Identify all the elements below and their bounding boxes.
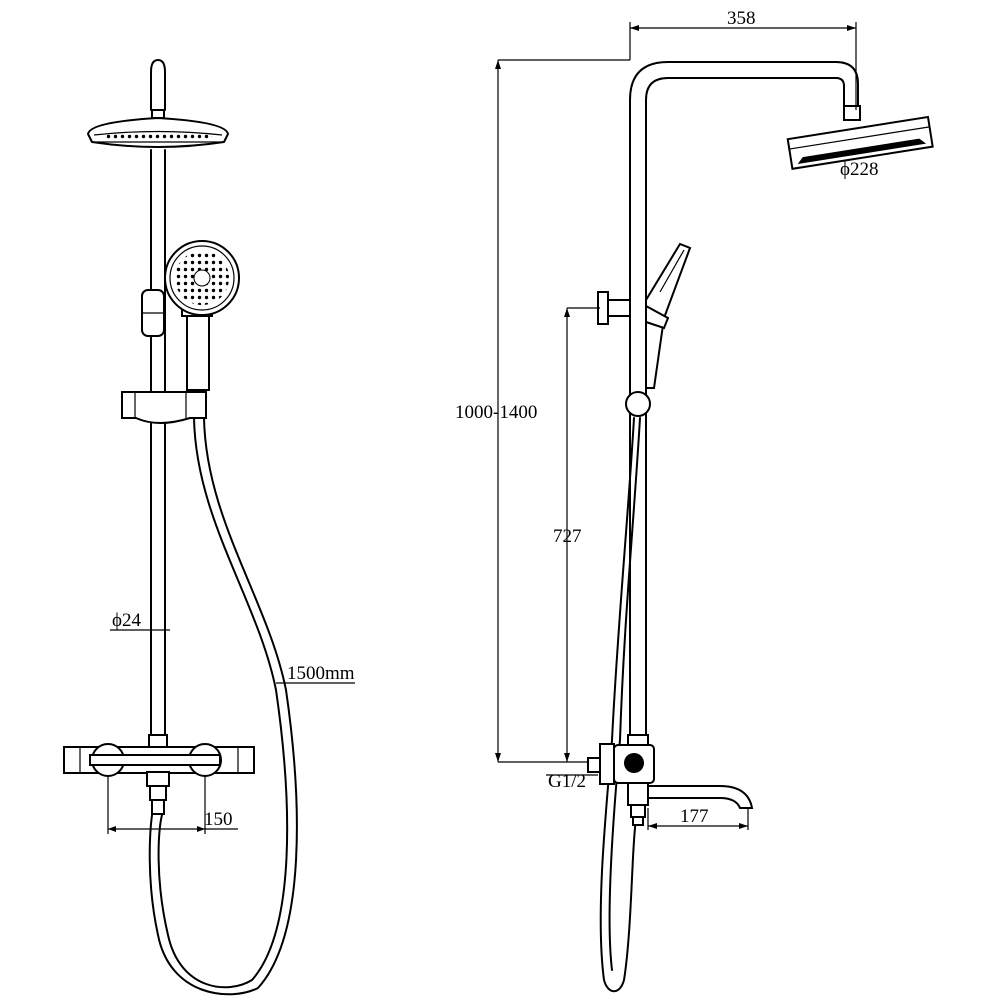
- front-view: ϕ24 1500mm 150: [63, 59, 355, 996]
- dim-height-range: 1000-1400: [455, 59, 630, 763]
- dim-height-range-label: 1000-1400: [455, 402, 537, 423]
- riser-top-cap: [150, 59, 166, 111]
- side-hose-outer: [599, 417, 637, 993]
- dim-hose-length: 1500mm: [276, 663, 355, 684]
- side-view: 358 ϕ228 1000-1400: [455, 8, 934, 993]
- dim-bracket-height-label: 727: [553, 526, 582, 547]
- dim-arm-reach: 358: [629, 8, 857, 110]
- dim-pipe-diameter: ϕ24: [110, 610, 170, 631]
- riser-joint: [148, 734, 168, 748]
- dim-valve-center: 150: [107, 776, 238, 834]
- dim-arm-reach-label: 358: [727, 8, 756, 29]
- dim-inlet-thread-label: G1/2: [548, 771, 586, 792]
- hand-shower: [164, 240, 240, 391]
- dim-inlet-thread: G1/2: [546, 771, 598, 792]
- dim-head-diameter-label: ϕ228: [840, 159, 879, 180]
- dim-head-diameter: ϕ228: [840, 159, 879, 180]
- dim-valve-center-label: 150: [204, 809, 233, 830]
- dim-pipe-diameter-label: ϕ24: [112, 610, 142, 631]
- wall-bracket: [141, 289, 165, 337]
- side-hose-inner: [608, 417, 641, 971]
- shower-hose-outer: [157, 417, 289, 989]
- head-connector: [843, 105, 861, 121]
- mixer-valve-front: [63, 743, 255, 815]
- side-wall-bracket: [597, 291, 631, 325]
- dim-bracket-height: 727: [553, 307, 600, 762]
- side-mixer-valve: [587, 734, 754, 826]
- side-arm-outer: [629, 61, 859, 736]
- side-shower-head: [786, 115, 934, 170]
- side-arm-inner: [645, 77, 845, 736]
- shower-hose-inner: [148, 417, 298, 996]
- side-slider-knob: [625, 391, 651, 417]
- side-hand-shower: [645, 242, 692, 389]
- overhead-shower-head: [87, 117, 229, 148]
- dim-spout-length-label: 177: [680, 806, 709, 827]
- dim-spout-length: 177: [647, 806, 749, 830]
- riser-collar: [151, 109, 165, 119]
- slider: [121, 391, 207, 424]
- dim-hose-length-label: 1500mm: [287, 663, 355, 684]
